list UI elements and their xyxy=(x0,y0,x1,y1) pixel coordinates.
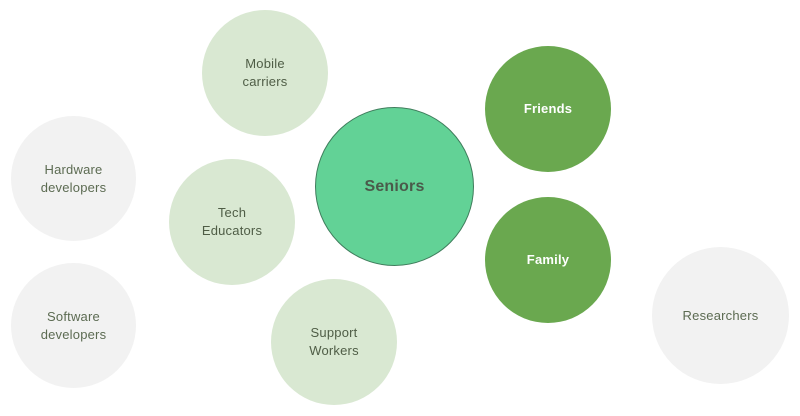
bubble-label: Mobile carriers xyxy=(242,56,288,89)
bubble-label: Software developers xyxy=(40,308,107,342)
bubble-software-developers: Software developers xyxy=(11,263,136,388)
bubble-hardware-developers: Hardware developers xyxy=(11,116,136,241)
bubble-seniors-center: Seniors xyxy=(315,107,474,266)
bubble-researchers: Researchers xyxy=(652,247,789,384)
bubble-label: Researchers xyxy=(682,307,759,323)
bubble-friends: Friends xyxy=(485,46,611,172)
bubble-label: Support Workers xyxy=(309,325,359,358)
bubble-label: Family xyxy=(526,252,570,267)
bubble-label: Tech Educators xyxy=(201,205,263,238)
bubble-mobile-carriers: Mobile carriers xyxy=(202,10,328,136)
bubble-label: Friends xyxy=(523,101,573,116)
bubble-label: Hardware developers xyxy=(40,161,107,195)
bubble-family: Family xyxy=(485,197,611,323)
bubble-tech-educators: Tech Educators xyxy=(169,159,295,285)
bubble-support-workers: Support Workers xyxy=(271,279,397,405)
center-label: Seniors xyxy=(364,177,425,195)
